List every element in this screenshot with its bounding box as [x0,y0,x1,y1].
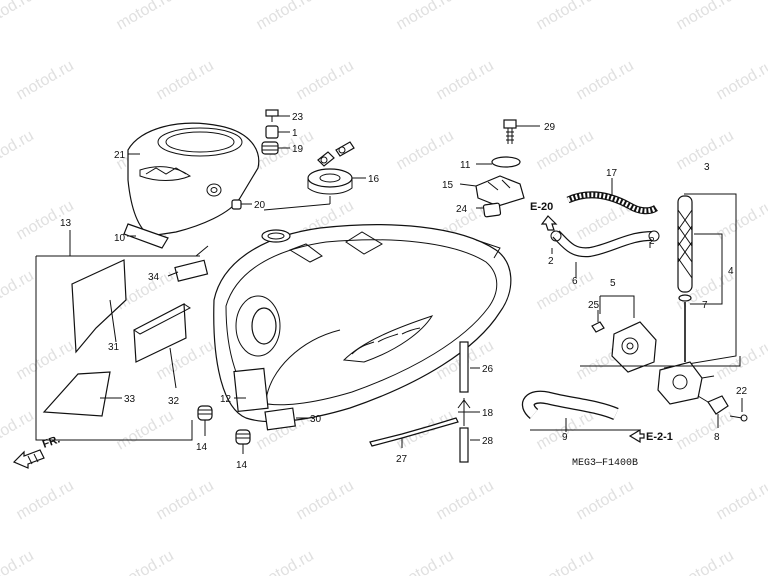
callouts: 1 2 2 3 4 5 6 7 8 9 10 11 12 13 14 14 15… [60,112,748,471]
callout-3: 3 [704,162,710,173]
watermark-text: motod.ru [294,477,357,523]
callout-14a: 14 [196,442,208,453]
callout-19: 19 [292,144,304,155]
side-panels [42,259,191,417]
callout-33: 33 [124,394,136,405]
decal-30 [264,407,296,431]
callout-32: 32 [168,396,180,407]
watermark-text: motod.ru [114,547,177,576]
watermark-text: motod.ru [714,57,768,103]
callout-24: 24 [456,204,468,215]
callout-16: 16 [368,174,380,185]
fuel-cap-assembly [307,141,355,195]
hose-9 [521,390,619,421]
decal-34 [174,259,209,282]
callout-10: 10 [114,233,126,244]
callout-30: 30 [310,414,322,425]
callout-25: 25 [588,300,600,311]
bracket-5 [600,295,635,318]
callout-13: 13 [60,218,72,229]
watermark-text: motod.ru [0,407,37,453]
watermark-text: motod.ru [674,0,737,33]
callout-17: 17 [606,168,618,179]
watermark-text: motod.ru [0,127,37,173]
front-label: FR. [41,433,62,450]
front-arrow-icon [12,449,45,469]
watermark-text: motod.ru [534,127,597,173]
watermark-text: motod.ru [254,547,317,576]
callout-11: 11 [460,160,471,171]
callout-8: 8 [714,432,720,443]
ref-e20: E-20 [530,201,553,213]
fuel-valve [591,321,715,405]
watermark-text: motod.ru [294,57,357,103]
leader-lines [100,115,743,454]
decal-12 [233,367,269,413]
watermark-text: motod.ru [434,57,497,103]
callout-2a: 2 [548,256,554,267]
callout-27: 27 [396,454,408,465]
cover-fasteners [231,109,279,210]
watermark-text: motod.ru [0,267,37,313]
callout-21: 21 [114,150,126,161]
callout-4: 4 [728,266,734,277]
callout-7: 7 [702,300,708,311]
callout-23: 23 [292,112,304,123]
callout-12: 12 [220,394,232,405]
arrow-e20-icon [540,215,558,231]
watermark-text: motod.ru [534,0,597,33]
watermark-text: motod.ru [14,337,77,383]
watermark-text: motod.ru [154,477,217,523]
watermark-text: motod.ru [14,477,77,523]
watermark-text: motod.ru [394,547,457,576]
watermark-text: motod.ru [534,547,597,576]
callout-31: 31 [108,342,120,353]
watermark-text: motod.ru [394,0,457,33]
callout-20: 20 [254,200,266,211]
watermark-text: motod.ru [154,57,217,103]
watermark-text: motod.ru [0,547,37,576]
arrow-e21-icon [628,428,645,444]
pad-10 [123,223,169,249]
watermark-text: motod.ru [434,477,497,523]
callout-5: 5 [610,278,616,289]
mount-parts [475,119,525,218]
callout-28: 28 [482,436,494,447]
callout-15: 15 [442,180,454,191]
clamp-8 [707,395,748,422]
callout-9: 9 [562,432,568,443]
hose-17 [566,191,658,215]
bracket-3 [663,193,737,369]
watermark-text: motod.ru [114,0,177,33]
ref-e21: E-2-1 [646,431,673,443]
hose-6 [550,230,660,258]
watermark-text: motod.ru [674,547,737,576]
callout-6: 6 [572,276,578,287]
callout-22: 22 [736,386,748,397]
diagram-code: MEG3—F1400B [572,458,638,469]
bracket-4 [694,233,723,305]
breather-hoses [369,341,471,463]
watermark-text: motod.ru [574,57,637,103]
watermark-text: motod.ru [114,407,177,453]
callout-34: 34 [148,272,160,283]
watermark-text: motod.ru [574,477,637,523]
watermark-text: motod.ru [254,0,317,33]
callout-14b: 14 [236,460,248,471]
watermark-text: motod.ru [714,337,768,383]
tank-cover [127,122,260,237]
watermark-text: motod.ru [714,477,768,523]
watermark-text: motod.ru [14,57,77,103]
watermark-text: motod.ru [674,407,737,453]
watermark-text: motod.ru [394,127,457,173]
bracket-13 [35,256,193,441]
callout-1: 1 [292,128,298,139]
watermark-text: motod.ru [0,0,37,33]
fuel-strainer [677,195,693,362]
callout-2b: 2 [649,236,655,247]
callout-29: 29 [544,122,556,133]
callout-26: 26 [482,364,494,375]
callout-18: 18 [482,408,494,419]
